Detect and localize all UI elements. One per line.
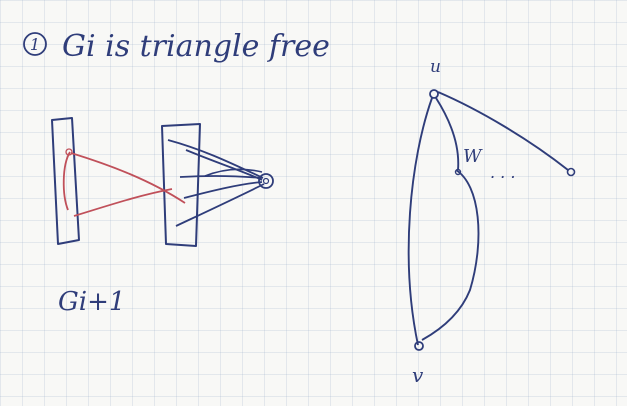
blue-edge-3 [179,175,263,179]
graph-next-label: Gi+1 [58,287,125,317]
red-vertex-top [65,148,73,156]
arc-u-w [435,97,460,171]
blue-edge-1 [167,139,264,179]
red-left-arc [62,151,71,211]
outside-vertex [258,173,274,189]
edge-u-right [437,91,569,171]
heading-text: Gi is triangle free [62,29,330,64]
blue-edge-6 [204,168,263,177]
heading-number: 1 [30,35,40,54]
vertex-w [454,168,462,176]
vertex-v-label: v [412,363,424,387]
circled-number-outline [23,32,47,56]
arc-u-v-left [407,97,433,346]
right-set-rectangle [161,123,201,247]
vertex-right [566,167,576,177]
red-edge-top [70,152,186,204]
outside-vertex-center [262,177,270,185]
blue-edge-5 [175,183,265,227]
left-set-rectangle [51,117,80,245]
vertex-u-label: u [430,57,441,77]
blue-edge-4 [183,181,263,199]
set-w-label: W [463,146,483,167]
red-edge-bottom [73,188,173,217]
vertex-v [414,341,424,351]
vertex-u [429,89,439,99]
arc-w-v [421,169,480,341]
ellipsis-label: . . . [490,163,515,182]
